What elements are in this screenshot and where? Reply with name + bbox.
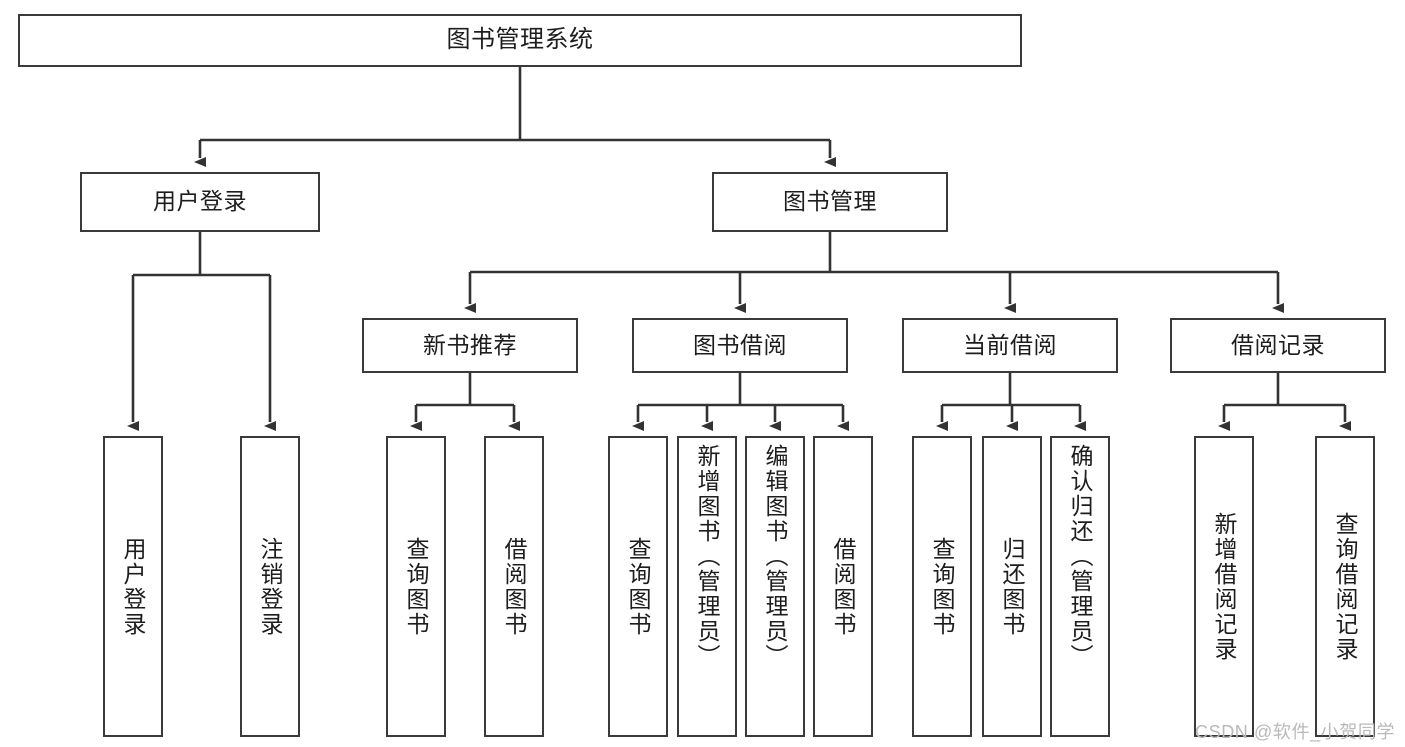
leaf-query-book-borrow-label: 查询图书 xyxy=(625,536,652,637)
leaf-query-book-current[interactable]: 查询图书 xyxy=(912,436,972,737)
leaf-add-borrow-record[interactable]: 新增借阅记录 xyxy=(1194,436,1254,737)
leaf-return-book[interactable]: 归还图书 xyxy=(982,436,1042,737)
node-root-label: 图书管理系统 xyxy=(446,26,594,54)
leaf-add-book-admin-label: 新增图书（管理员） xyxy=(694,444,721,669)
leaf-add-borrow-record-label: 新增借阅记录 xyxy=(1211,511,1238,662)
node-new-book-recommend[interactable]: 新书推荐 xyxy=(362,318,578,373)
node-user-login[interactable]: 用户登录 xyxy=(80,172,320,232)
leaf-confirm-return-admin-label: 确认归还（管理员） xyxy=(1067,444,1094,669)
leaf-confirm-return-admin[interactable]: 确认归还（管理员） xyxy=(1050,436,1110,737)
leaf-query-book-newbook[interactable]: 查询图书 xyxy=(386,436,446,737)
node-root[interactable]: 图书管理系统 xyxy=(18,14,1022,67)
leaf-lend-book-label: 借阅图书 xyxy=(830,536,857,637)
node-new-book-recommend-label: 新书推荐 xyxy=(423,331,517,358)
leaf-logout[interactable]: 注销登录 xyxy=(240,436,300,737)
leaf-query-borrow-record-label: 查询借阅记录 xyxy=(1332,511,1359,662)
leaf-query-book-current-label: 查询图书 xyxy=(929,536,956,637)
leaf-query-book-borrow[interactable]: 查询图书 xyxy=(608,436,668,737)
leaf-borrow-book-newbook[interactable]: 借阅图书 xyxy=(484,436,544,737)
node-book-management[interactable]: 图书管理 xyxy=(712,172,948,232)
leaf-user-login[interactable]: 用户登录 xyxy=(103,436,163,737)
leaf-edit-book-admin-label: 编辑图书（管理员） xyxy=(762,444,789,669)
leaf-edit-book-admin[interactable]: 编辑图书（管理员） xyxy=(745,436,805,737)
node-book-borrow[interactable]: 图书借阅 xyxy=(632,318,848,373)
node-current-borrow[interactable]: 当前借阅 xyxy=(902,318,1118,373)
node-borrow-record[interactable]: 借阅记录 xyxy=(1170,318,1386,373)
csdn-watermark: CSDN @软件_小贺同学 xyxy=(1195,722,1396,742)
leaf-add-book-admin[interactable]: 新增图书（管理员） xyxy=(677,436,737,737)
leaf-query-book-newbook-label: 查询图书 xyxy=(403,536,430,637)
node-current-borrow-label: 当前借阅 xyxy=(963,331,1057,358)
leaf-return-book-label: 归还图书 xyxy=(999,536,1026,637)
leaf-borrow-book-newbook-label: 借阅图书 xyxy=(501,536,528,637)
leaf-logout-label: 注销登录 xyxy=(257,536,284,637)
node-borrow-record-label: 借阅记录 xyxy=(1231,331,1325,358)
leaf-lend-book[interactable]: 借阅图书 xyxy=(813,436,873,737)
leaf-user-login-label: 用户登录 xyxy=(120,536,147,637)
node-book-borrow-label: 图书借阅 xyxy=(693,331,787,358)
node-book-management-label: 图书管理 xyxy=(783,188,877,215)
node-user-login-label: 用户登录 xyxy=(153,188,247,215)
leaf-query-borrow-record[interactable]: 查询借阅记录 xyxy=(1315,436,1375,737)
